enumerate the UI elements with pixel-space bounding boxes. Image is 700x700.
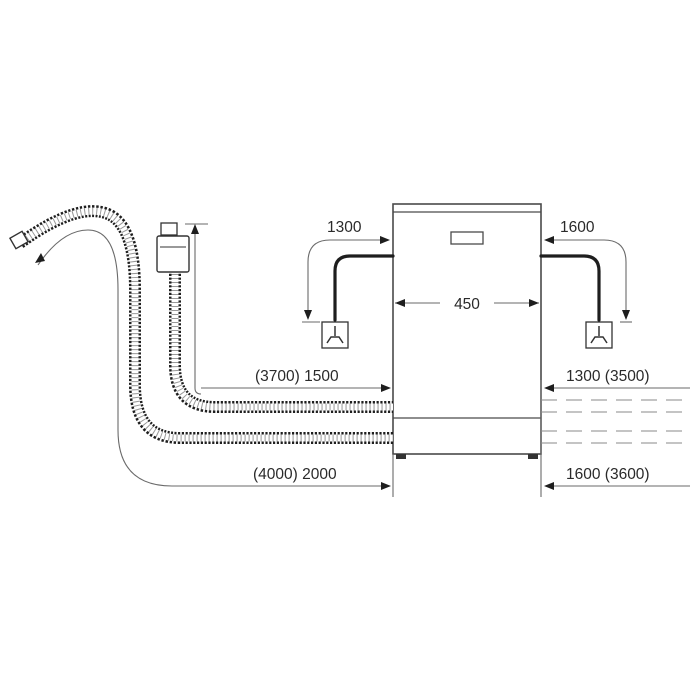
- right-hoses: 1300 (3500) 1600 (3600): [541, 368, 690, 490]
- control-panel: [450, 231, 484, 245]
- inlet-right-label: 1300 (3500): [566, 368, 650, 385]
- drain-hose: (4000) 2000: [8, 205, 393, 490]
- drain-nozzle-icon: [8, 230, 30, 250]
- power-cable-right: 1600: [539, 219, 632, 349]
- water-tap-icon: [156, 222, 190, 273]
- top-right-label: 1600: [560, 219, 595, 236]
- width-label: 450: [454, 296, 480, 313]
- top-left-label: 1300: [327, 219, 362, 236]
- power-cable-left: 1300: [302, 219, 395, 349]
- socket-right-icon: [585, 321, 613, 349]
- left-foot: [396, 454, 406, 459]
- width-dimension: 450: [395, 296, 539, 313]
- drain-right-label: 1600 (3600): [566, 466, 650, 483]
- inlet-hose: (3700) 1500: [156, 222, 393, 413]
- socket-left-icon: [321, 321, 349, 349]
- right-foot: [528, 454, 538, 459]
- inlet-left-label: (3700) 1500: [255, 368, 339, 385]
- dishwasher-body: [392, 203, 542, 497]
- drain-left-label: (4000) 2000: [253, 466, 337, 483]
